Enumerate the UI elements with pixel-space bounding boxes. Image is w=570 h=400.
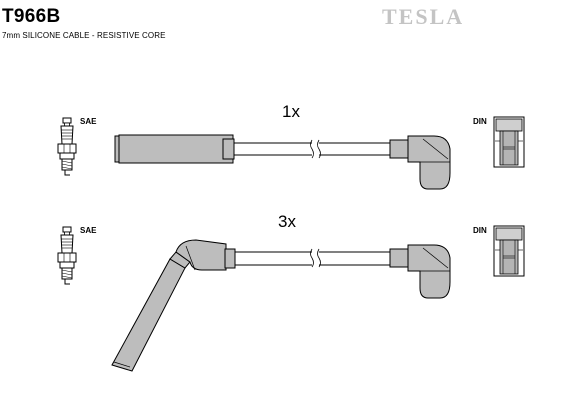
cable-2-din-label: DIN: [473, 226, 487, 235]
angled-boot: [389, 244, 451, 299]
din-cap-icon: [493, 116, 525, 168]
straight-boot: [118, 134, 234, 164]
ignition-cable: [235, 248, 390, 268]
angled-left-boot: [111, 239, 236, 372]
cable-1-din-label: DIN: [473, 117, 487, 126]
din-cap-icon: [493, 225, 525, 277]
cable-2-quantity: 3x: [278, 212, 296, 231]
cable-spec-subtitle: 7mm SILICONE CABLE - RESISTIVE CORE: [2, 31, 166, 40]
part-number: T966B: [2, 6, 61, 27]
cable-1-sae-label: SAE: [80, 117, 97, 126]
cable-2-sae-label: SAE: [80, 226, 97, 235]
angled-boot: [389, 135, 451, 190]
cable-1-quantity: 1x: [282, 102, 300, 121]
spark-plug-icon: [57, 117, 77, 176]
brand-logo: TESLA: [382, 4, 465, 29]
ignition-cable: [234, 139, 390, 159]
spark-plug-icon: [57, 226, 77, 285]
